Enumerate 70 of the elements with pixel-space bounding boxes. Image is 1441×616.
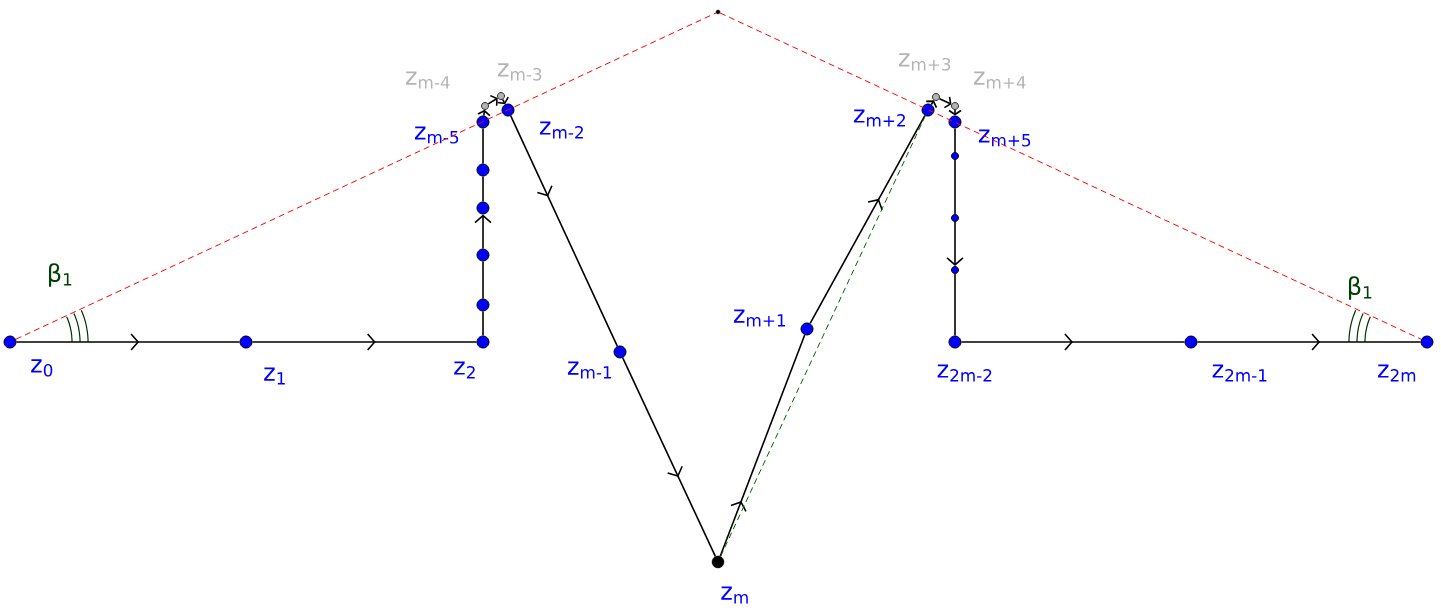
labeled-point: z$_{1}$	[239, 335, 285, 385]
connector	[482, 175, 484, 203]
connector	[621, 357, 717, 558]
node-label: z$_{m+4}$	[973, 71, 1026, 89]
point	[715, 9, 721, 15]
point	[476, 201, 490, 215]
angle-label: β$_{1}$	[49, 263, 72, 287]
node-label: z$_{2m-1}$	[1212, 364, 1267, 382]
connector	[948, 109, 962, 116]
labeled-point: z$_{m-3}$	[497, 63, 542, 100]
labeled-point: z$_{m-5}$	[414, 115, 490, 144]
labeled-point: z$_{m+2}$	[853, 103, 935, 127]
point	[951, 266, 959, 274]
node-label: z$_{m-1}$	[567, 361, 612, 379]
labeled-point: z$_{m-4}$	[405, 71, 489, 110]
connector	[482, 260, 484, 300]
connector	[954, 273, 956, 337]
node-label: z$_{m+2}$	[853, 109, 905, 127]
node-label: z$_{1}$	[264, 367, 285, 385]
labeled-point: z$_{m+3}$	[898, 53, 951, 101]
connector	[15, 333, 241, 351]
point	[951, 214, 959, 222]
connector	[482, 310, 484, 337]
labeled-point: z$_{m+1}$	[733, 309, 814, 336]
labeled-point: z$_{2m-2}$	[937, 335, 992, 382]
connector	[954, 159, 956, 215]
labeled-point: z$_{m-1}$	[567, 345, 627, 379]
labeled-point: z$_{0}$	[3, 335, 53, 377]
labeled-point: z$_{m+4}$	[951, 71, 1026, 110]
angle-label: β$_{1}$	[1349, 276, 1372, 300]
connector	[482, 127, 484, 165]
point	[951, 152, 959, 160]
node-label: z$_{m+3}$	[898, 53, 951, 71]
dashed-line	[719, 12, 1422, 340]
node-label: z$_{m}$	[721, 586, 748, 604]
node-label: z$_{0}$	[31, 359, 53, 377]
node-label: z$_{2m-2}$	[937, 364, 992, 382]
labeled-point: z$_{2m}$	[1377, 335, 1434, 382]
connector	[487, 94, 498, 107]
connector	[809, 114, 926, 325]
point	[476, 298, 490, 312]
connector	[474, 214, 492, 250]
dashed-line	[15, 12, 717, 340]
point	[476, 248, 490, 262]
connector	[496, 96, 510, 105]
labeled-point: z$_{m-2}$	[501, 103, 583, 139]
node-label: z$_{m-2}$	[539, 121, 583, 139]
connector	[477, 109, 491, 117]
point	[476, 163, 490, 177]
connector	[509, 115, 619, 347]
node-label: z$_{2}$	[454, 361, 475, 379]
labeled-point: z$_{2m-1}$	[1184, 335, 1267, 382]
connector	[925, 100, 938, 109]
node-label: z$_{m-5}$	[414, 126, 459, 144]
node-label: z$_{m+5}$	[978, 129, 1031, 147]
connector	[938, 96, 952, 109]
connector	[719, 334, 806, 557]
connector	[1196, 333, 1422, 351]
dashed-line	[720, 115, 926, 557]
labeled-point: z$_{m+5}$	[948, 115, 1031, 147]
node-label: z$_{m-4}$	[405, 71, 450, 89]
connector	[960, 333, 1186, 351]
node-label: z$_{m-3}$	[497, 63, 542, 81]
connector	[954, 127, 956, 153]
labeled-point: z$_{2}$	[454, 335, 490, 379]
node-label: z$_{2m}$	[1377, 364, 1416, 382]
node-label: z$_{m+1}$	[733, 309, 786, 327]
connector	[946, 221, 964, 266]
connector	[251, 333, 478, 351]
labeled-point: z$_{m}$	[711, 555, 748, 604]
